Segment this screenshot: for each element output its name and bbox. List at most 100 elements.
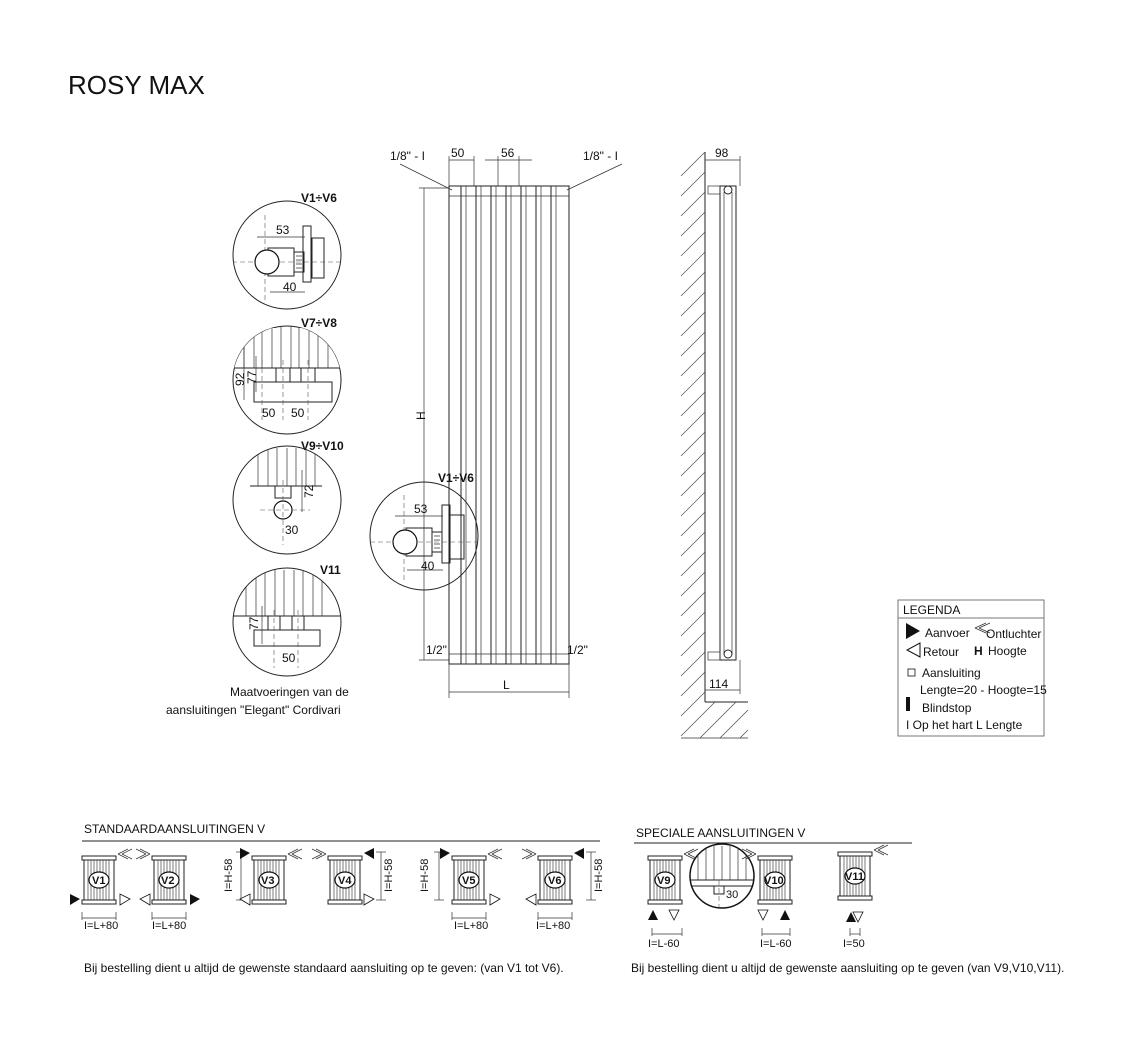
return-arrow-icon xyxy=(905,642,921,658)
thread-top-right: 1/8" - I xyxy=(583,149,618,163)
dim-50-b: 50 xyxy=(291,406,305,420)
connection-v4: V4 I=H-58 xyxy=(311,848,395,906)
vent-arrow-icon xyxy=(287,848,303,860)
v1-label: V1 xyxy=(92,875,105,887)
inset-dim-40: 40 xyxy=(421,559,435,573)
detail-v9v10: V9÷V10 72 30 xyxy=(232,439,344,555)
v6-side-dim: I=H-58 xyxy=(593,859,605,892)
v2-dim: I=L+80 xyxy=(152,920,186,932)
v5-dim: I=L+80 xyxy=(454,920,488,932)
detail-v1v6: V1÷V6 53 40 xyxy=(232,191,342,310)
supply-arrow-icon xyxy=(70,894,80,905)
v10-label: V10 xyxy=(764,875,784,887)
v5-side-dim: I=H-58 xyxy=(419,859,431,892)
connection-v3: V3 I=H-58 xyxy=(223,848,303,906)
return-arrow-icon xyxy=(757,909,769,921)
detail-title: V11 xyxy=(320,563,341,577)
legend-h-letter: H xyxy=(974,644,983,658)
dim-30: 30 xyxy=(285,523,299,537)
return-arrow-icon xyxy=(525,893,537,906)
special-detail: 30 xyxy=(689,843,755,909)
supply-arrow-icon xyxy=(574,848,584,859)
v3-label: V3 xyxy=(261,875,274,887)
details-caption-1: Maatvoeringen van de xyxy=(230,685,349,699)
supply-arrow-icon xyxy=(240,848,250,859)
vent-arrow-icon xyxy=(117,848,133,860)
special-title: SPECIALE AANSLUITINGEN V xyxy=(636,826,805,840)
connection-v6: V6 I=H-58 I=L+80 xyxy=(521,848,605,932)
vent-arrow-icon xyxy=(873,844,889,856)
v9-dim: I=L-60 xyxy=(648,938,680,950)
v3-side-dim: I=H-58 xyxy=(223,859,235,892)
inset-dim-53: 53 xyxy=(414,502,428,516)
supply-arrow-icon xyxy=(440,848,450,859)
v4-side-dim: I=H-58 xyxy=(383,859,395,892)
v1-dim: I=L+80 xyxy=(84,920,118,932)
vent-arrow-icon xyxy=(487,848,503,860)
front-view: H 50 56 1/8" - I 1/8" - I 1/2" xyxy=(369,146,623,698)
dim-53: 53 xyxy=(276,223,290,237)
supply-arrow-icon xyxy=(364,848,374,859)
depth-bottom: 114 xyxy=(709,677,728,691)
legend-aanvoer: Aanvoer xyxy=(925,626,970,640)
standard-title: STANDAARDAANSLUITINGEN V xyxy=(84,822,265,836)
v11-label: V11 xyxy=(845,871,864,883)
legend-lengte-hoogte: Lengte=20 - Hoogte=15 xyxy=(920,683,1047,697)
supply-arrow-icon xyxy=(780,910,790,920)
v10-dim: I=L-60 xyxy=(760,938,792,950)
detail-title: V9÷V10 xyxy=(301,439,344,453)
length-label: L xyxy=(503,678,510,692)
standard-note: Bij bestelling dient u altijd de gewenst… xyxy=(84,961,564,975)
dim-77: 77 xyxy=(245,370,259,384)
legend-aansluiting: Aansluiting xyxy=(922,666,981,680)
page-title: ROSY MAX xyxy=(68,70,205,100)
vent-arrow-icon xyxy=(135,848,151,860)
supply-arrow-icon xyxy=(648,910,658,920)
dim-50-top: 50 xyxy=(451,146,465,160)
thread-bottom-left: 1/2" xyxy=(426,643,447,657)
dim-50-a: 50 xyxy=(262,406,276,420)
return-arrow-icon xyxy=(852,911,864,923)
v6-dim: I=L+80 xyxy=(536,920,570,932)
detail-title: V7÷V8 xyxy=(301,316,337,330)
inset-title: V1÷V6 xyxy=(438,471,474,485)
legend-hart-lengte: I Op het hart L Lengte xyxy=(906,718,1023,732)
return-arrow-icon xyxy=(668,909,680,921)
side-view: 98 114 xyxy=(680,146,749,739)
legend-box: LEGENDA Aanvoer Ontluchter Retour H Hoog… xyxy=(897,599,1047,737)
dim-40: 40 xyxy=(283,280,297,294)
legend-retour: Retour xyxy=(923,645,959,659)
dim-72: 72 xyxy=(302,484,316,498)
return-arrow-icon xyxy=(363,893,375,906)
v2-label: V2 xyxy=(161,875,174,887)
details-caption-2: aansluitingen "Elegant" Cordivari xyxy=(166,703,341,717)
detail-title: V1÷V6 xyxy=(301,191,337,205)
v9-label: V9 xyxy=(657,875,670,887)
legend-ontluchter: Ontluchter xyxy=(986,627,1041,641)
detail-v7v8: V7÷V8 92 77 50 50 xyxy=(232,316,342,435)
detail-v11: V11 77 50 xyxy=(232,563,342,677)
legend-title: LEGENDA xyxy=(903,603,960,617)
legend-hoogte: Hoogte xyxy=(988,644,1027,658)
vent-arrow-icon xyxy=(974,622,991,634)
dim-92: 92 xyxy=(233,372,247,386)
dim-50: 50 xyxy=(282,651,296,665)
vent-arrow-icon xyxy=(521,848,537,860)
dim-77: 77 xyxy=(247,616,261,630)
supply-arrow-icon xyxy=(190,894,200,905)
legend-blindstop: Blindstop xyxy=(922,701,972,715)
special-detail-dim: 30 xyxy=(726,889,738,901)
connection-v5: V5 I=H-58 I=L+80 xyxy=(419,848,503,932)
return-arrow-icon xyxy=(239,893,251,906)
return-arrow-icon xyxy=(139,893,151,906)
standard-connections: STANDAARDAANSLUITINGEN V V1 I=L+80 V2 xyxy=(70,822,605,975)
vent-arrow-icon xyxy=(311,848,327,860)
connection-v11: V11 I=50 xyxy=(837,844,889,950)
v6-label: V6 xyxy=(548,875,561,887)
dim-56-top: 56 xyxy=(501,146,515,160)
depth-top: 98 xyxy=(715,146,729,160)
connection-v2: V2 I=L+80 xyxy=(135,848,200,932)
connection-v10: V10 I=L-60 xyxy=(741,848,793,950)
return-arrow-icon xyxy=(489,893,501,906)
